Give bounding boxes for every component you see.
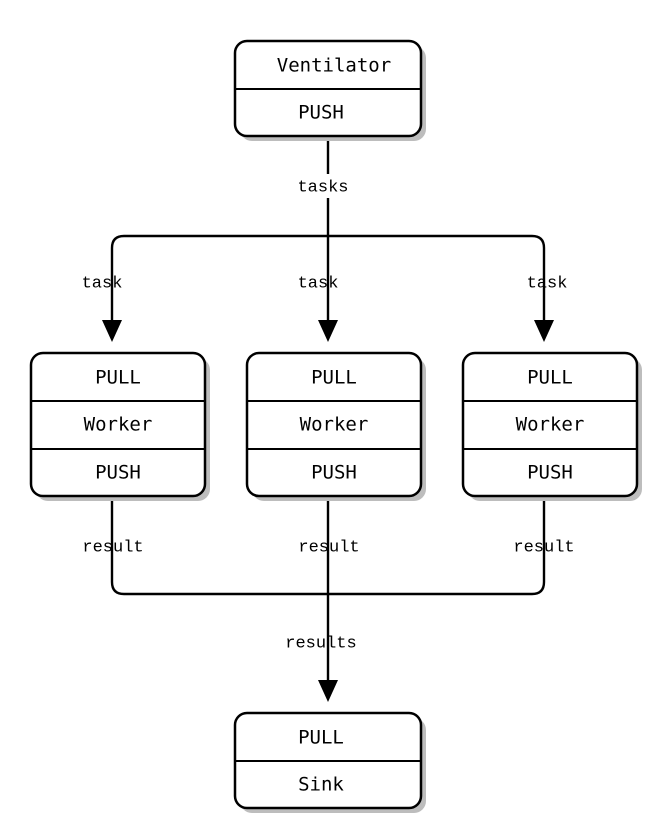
ventilator-name: Ventilator: [277, 55, 391, 77]
results-arrow: [318, 680, 338, 702]
results-label: results: [285, 634, 356, 653]
worker-3-out-socket: PUSH: [527, 462, 573, 484]
task-label-1: task: [82, 274, 123, 293]
task-arrow-3: [534, 320, 554, 342]
task-fanout-edge: [110, 234, 546, 324]
worker-node-3: PULL Worker PUSH: [461, 351, 642, 501]
worker-2-name: Worker: [300, 414, 369, 436]
ventilator-node: Ventilator PUSH: [233, 39, 426, 141]
sink-socket: PULL: [298, 727, 344, 749]
result-label-2: result: [298, 538, 359, 557]
tasks-label: tasks: [297, 178, 348, 197]
ventilator-socket: PUSH: [298, 102, 344, 124]
task-arrow-1: [102, 320, 122, 342]
worker-3-in-socket: PULL: [527, 367, 573, 389]
result-label-3: result: [513, 538, 574, 557]
result-label-1: result: [82, 538, 143, 557]
worker-node-1: PULL Worker PUSH: [29, 351, 210, 501]
worker-2-in-socket: PULL: [311, 367, 357, 389]
sink-name: Sink: [298, 774, 344, 796]
task-arrow-2: [318, 320, 338, 342]
worker-1-out-socket: PUSH: [95, 462, 141, 484]
worker-1-in-socket: PULL: [95, 367, 141, 389]
worker-1-name: Worker: [84, 414, 153, 436]
task-label-3: task: [527, 274, 568, 293]
task-label-2: task: [298, 274, 339, 293]
worker-node-2: PULL Worker PUSH: [245, 351, 426, 501]
sink-node: PULL Sink: [233, 711, 426, 813]
worker-2-out-socket: PUSH: [311, 462, 357, 484]
worker-3-name: Worker: [516, 414, 585, 436]
